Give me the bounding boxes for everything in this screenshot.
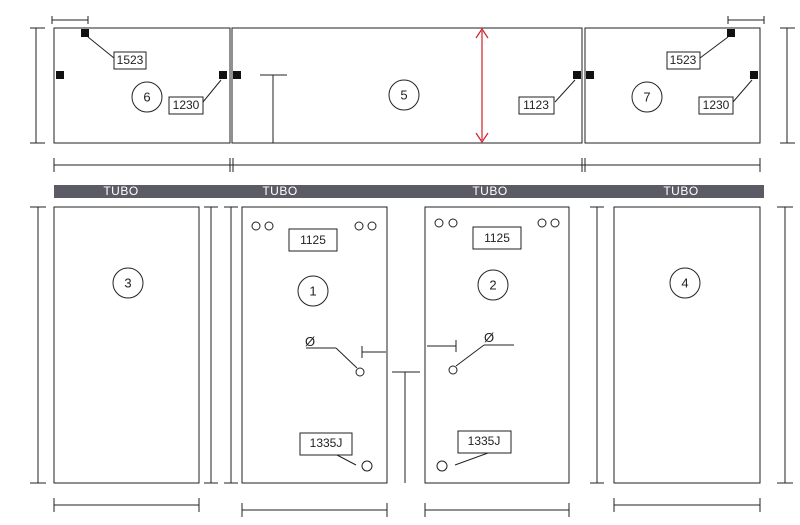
tubo-band: TUBO TUBO TUBO TUBO (54, 184, 764, 198)
leader-line (732, 79, 753, 103)
svg-text:1335J: 1335J (468, 434, 501, 448)
top-row: 1523 1230 6 1123 5 (30, 16, 795, 172)
hinge-block (750, 71, 758, 79)
panel-number-1: 1 (297, 275, 329, 307)
label-p7-hinge-top: 1523 (666, 51, 701, 70)
panel-number-7: 7 (631, 81, 663, 113)
svg-text:6: 6 (143, 89, 150, 104)
svg-text:3: 3 (124, 275, 131, 290)
drill-leader (455, 344, 485, 367)
svg-text:5: 5 (400, 87, 407, 102)
leader-line (87, 36, 115, 59)
leader-line (454, 452, 489, 466)
svg-text:1230: 1230 (173, 98, 200, 112)
drill-hole (355, 367, 365, 377)
svg-text:1523: 1523 (670, 53, 697, 67)
svg-text:2: 2 (489, 277, 496, 292)
drill-hole (448, 365, 458, 375)
hinge-hole (354, 221, 364, 231)
hinge-hole (448, 218, 458, 228)
svg-text:4: 4 (681, 275, 688, 290)
leader-line (554, 79, 576, 103)
svg-text:1125: 1125 (300, 233, 326, 247)
bottom-row: 3 1125 1 Ø 1335J (30, 206, 793, 517)
panel-number-2: 2 (477, 269, 509, 301)
panel-4 (613, 206, 761, 484)
hinge-hole (251, 221, 261, 231)
panel-number-6: 6 (131, 81, 163, 113)
drill-leader (335, 347, 358, 369)
hinge-block (219, 71, 227, 79)
label-p6-hinge-top: 1523 (113, 51, 147, 70)
leader-line (699, 36, 729, 59)
svg-text:1523: 1523 (117, 53, 144, 67)
hinge-hole (434, 218, 444, 228)
svg-text:1123: 1123 (523, 98, 549, 112)
height-arrow (475, 27, 489, 144)
diameter-symbol: Ø (484, 330, 494, 345)
hinge-block (233, 71, 241, 79)
hinge-hole (264, 221, 274, 231)
svg-text:1125: 1125 (484, 231, 510, 245)
hinge-block (573, 71, 581, 79)
tubo-label-1: TUBO (103, 184, 138, 198)
panel-number-5: 5 (388, 79, 420, 111)
plinth-hole (361, 460, 373, 472)
panel-7 (584, 27, 761, 144)
hinge-block (56, 71, 64, 79)
label-p6-hinge-right: 1230 (168, 96, 204, 115)
label-p2-bottom: 1335J (457, 430, 512, 454)
hinge-block (586, 71, 594, 79)
tubo-label-2: TUBO (262, 184, 297, 198)
panel-number-4: 4 (669, 267, 701, 299)
tubo-label-3: TUBO (472, 184, 507, 198)
tubo-bar (54, 185, 764, 198)
leader-line (336, 454, 357, 466)
hinge-block (81, 29, 89, 37)
diameter-symbol: Ø (305, 334, 315, 349)
panel-3 (53, 206, 200, 484)
panel-number-3: 3 (112, 267, 144, 299)
label-p1-top: 1125 (288, 228, 338, 252)
label-p5-hinge: 1123 (518, 96, 555, 115)
hinge-hole (367, 221, 377, 231)
svg-text:1335J: 1335J (310, 436, 343, 450)
leader-line (202, 79, 222, 103)
label-p7-hinge-left: 1230 (698, 96, 734, 115)
plinth-hole (436, 460, 448, 472)
svg-text:1: 1 (309, 283, 316, 298)
svg-text:7: 7 (643, 89, 650, 104)
tubo-label-4: TUBO (663, 184, 698, 198)
hinge-block (727, 29, 735, 37)
svg-text:1230: 1230 (703, 98, 730, 112)
label-p1-bottom: 1335J (299, 432, 353, 456)
label-p2-top: 1125 (472, 226, 522, 250)
hinge-hole (550, 218, 560, 228)
hinge-hole (537, 218, 547, 228)
